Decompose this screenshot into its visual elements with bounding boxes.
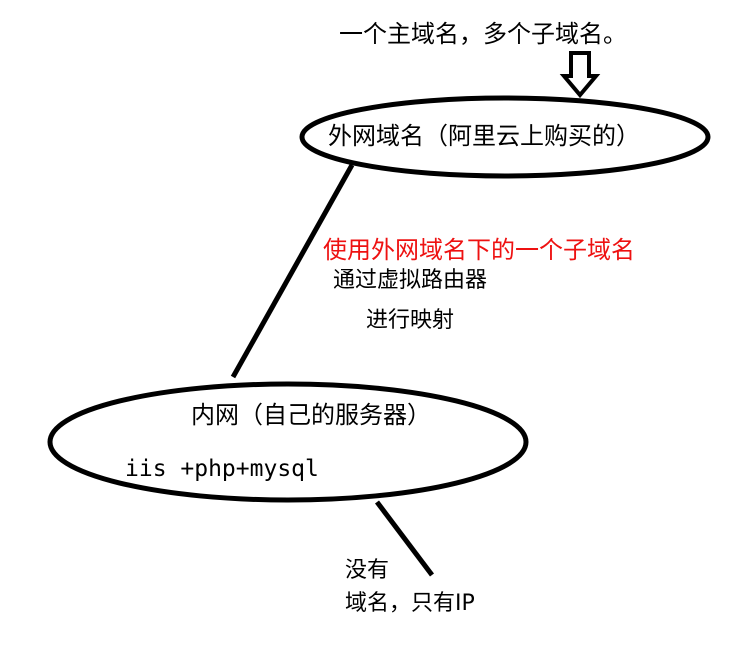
edge-note-line3: 进行映射	[366, 308, 455, 333]
inner-network-ellipse	[47, 381, 529, 503]
outer-network-label: 外网域名（阿里云上购买的）	[328, 122, 640, 150]
top-note: 一个主域名，多个子域名。	[339, 20, 627, 48]
inner-network-stack: iis +php+mysql	[125, 456, 319, 482]
inner-network-label: 内网（自己的服务器）	[191, 401, 431, 429]
down-arrow-icon	[559, 51, 601, 99]
edge-note-highlight: 使用外网域名下的一个子域名	[323, 236, 635, 264]
edge-note-line2: 通过虚拟路由器	[333, 268, 488, 293]
connector-outer-inner	[230, 163, 355, 379]
outer-network-ellipse	[299, 95, 711, 179]
bottom-note-line1: 没有	[345, 558, 390, 583]
bottom-note-line2: 域名，只有IP	[345, 591, 475, 616]
connector-inner-bottom	[375, 500, 434, 577]
